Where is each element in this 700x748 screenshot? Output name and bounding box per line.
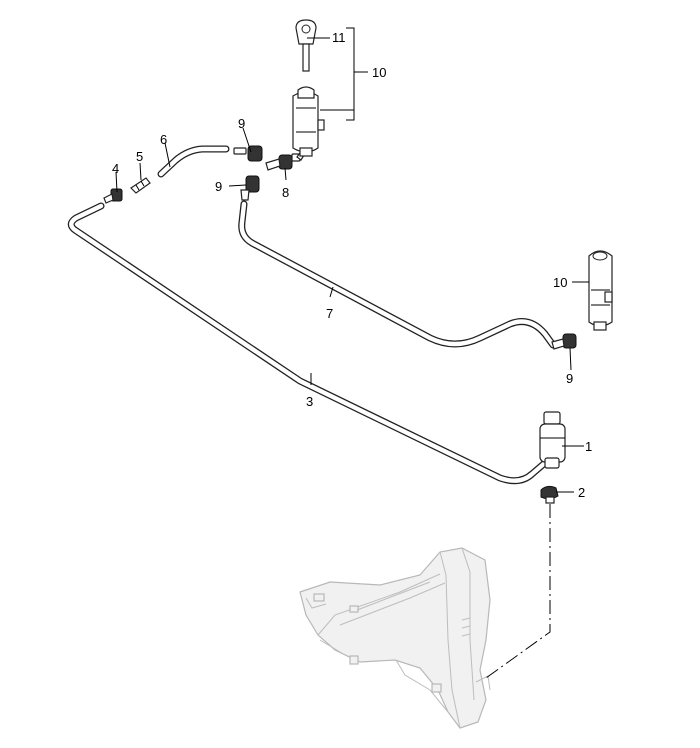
washer-fluid-reservoir [299,547,491,729]
callout-9-right: 9 [566,371,573,386]
hose-7 [238,200,557,349]
hose-6 [157,145,230,178]
callout-10-top: 10 [372,65,386,80]
callout-11: 11 [332,30,346,45]
washer-nozzle-10-right [588,250,613,331]
connector-5 [130,177,151,194]
callout-9-top: 9 [238,116,245,131]
callout-1: 1 [585,439,592,454]
callout-2: 2 [578,485,585,500]
grommet-2 [540,485,559,504]
callout-9-left: 9 [215,179,222,194]
callout-10-right: 10 [553,275,567,290]
connector-4 [103,188,123,204]
connector-9-top [233,145,263,162]
assembly-reference-line [485,504,551,679]
washer-pump-1 [539,411,566,469]
washer-nozzle-10-top [292,86,325,157]
connector-9-left [240,175,260,201]
nozzle-cap-11 [295,19,317,72]
callout-5: 5 [136,149,143,164]
callout-8: 8 [282,185,289,200]
hose-3 [67,202,550,485]
callout-4: 4 [112,161,119,176]
callout-6: 6 [160,132,167,147]
connector-9-right [551,333,577,350]
leader-lines [115,27,589,493]
callout-3: 3 [306,394,313,409]
callout-7: 7 [326,306,333,321]
